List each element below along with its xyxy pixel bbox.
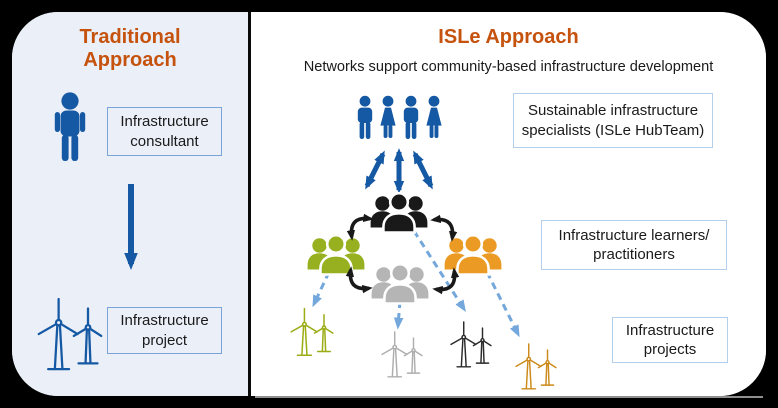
infrastructure-consultant-box: Infrastructure consultant (107, 107, 222, 156)
panel-divider (248, 12, 251, 396)
traditional-panel: Traditional Approach Infrastructure cons… (12, 12, 248, 396)
learners-box: Infrastructure learners/ practitioners (541, 220, 727, 270)
wind-turbines-icon-orange (513, 340, 559, 394)
isle-subtitle: Networks support community-based infrast… (303, 59, 714, 75)
isle-title: ISLe Approach (438, 26, 579, 48)
hub-network-arrows-icon (364, 148, 434, 194)
consultant-to-project-arrow-icon (124, 184, 138, 270)
wind-turbines-icon-black (448, 318, 494, 372)
isle-panel: ISLe Approach Networks support community… (251, 12, 766, 396)
card-shadow-line (255, 396, 763, 398)
specialists-box: Sustainable infrastructure specialists (… (513, 93, 713, 148)
consultant-person-icon (52, 90, 88, 172)
wind-turbines-icon-blue (34, 294, 106, 376)
specialists-team-icon (357, 95, 442, 139)
peer-group-icon-gray (369, 261, 431, 307)
comparison-card: Traditional Approach Infrastructure cons… (12, 12, 766, 396)
infrastructure-project-box: Infrastructure project (107, 307, 222, 354)
core-group-icon-black (368, 190, 430, 236)
project-link-dashed-arrows-icon (312, 230, 520, 338)
wind-turbines-icon-gray (379, 328, 425, 382)
wind-turbines-icon-green (288, 305, 336, 360)
projects-box: Infrastructure projects (612, 317, 728, 363)
traditional-title: Traditional Approach (79, 26, 181, 71)
